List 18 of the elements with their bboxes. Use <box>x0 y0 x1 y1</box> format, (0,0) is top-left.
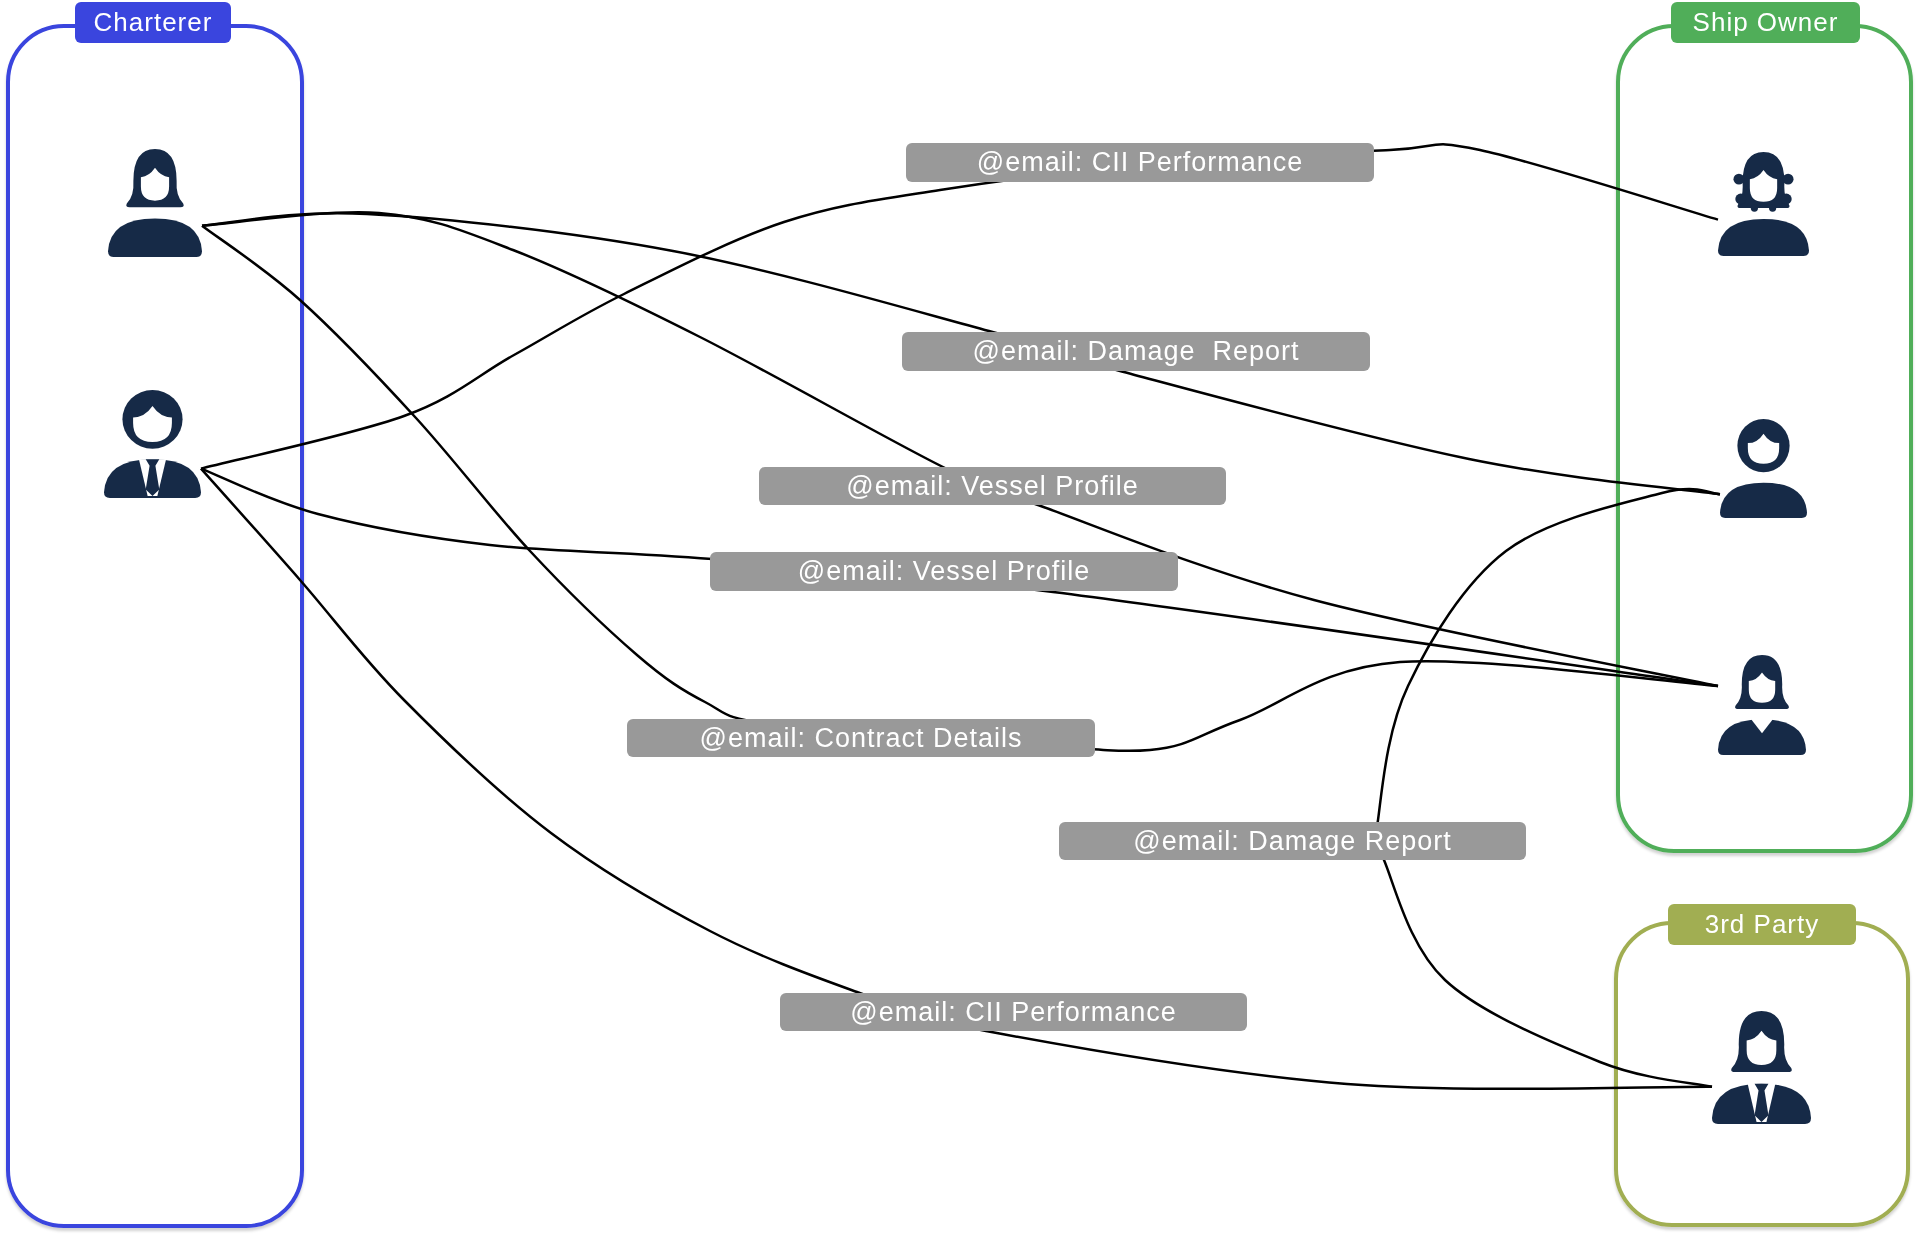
edge-label: @email: Damage Report <box>902 332 1370 371</box>
title-tab: 3rd Party <box>1668 904 1856 945</box>
woman-icon <box>1718 655 1806 755</box>
woman-with-tie-icon <box>1712 1011 1811 1124</box>
edge-label: @email: CII Performance <box>906 143 1374 182</box>
edge-label: @email: Contract Details <box>627 719 1095 757</box>
title-tab: Ship Owner <box>1671 2 1860 43</box>
person-icon <box>1720 419 1807 518</box>
edge-label: @email: Vessel Profile <box>759 467 1226 505</box>
connector-line <box>200 467 1712 1091</box>
edge-label: @email: Damage Report <box>1059 822 1526 860</box>
edge-label: @email: Vessel Profile <box>710 552 1178 591</box>
woman-icon <box>108 149 202 257</box>
title-tab: Charterer <box>75 2 231 43</box>
woman-icon <box>1718 152 1809 256</box>
edge-label: @email: CII Performance <box>780 993 1247 1031</box>
connector-line <box>1374 487 1721 1088</box>
man-with-tie-icon <box>104 389 201 498</box>
